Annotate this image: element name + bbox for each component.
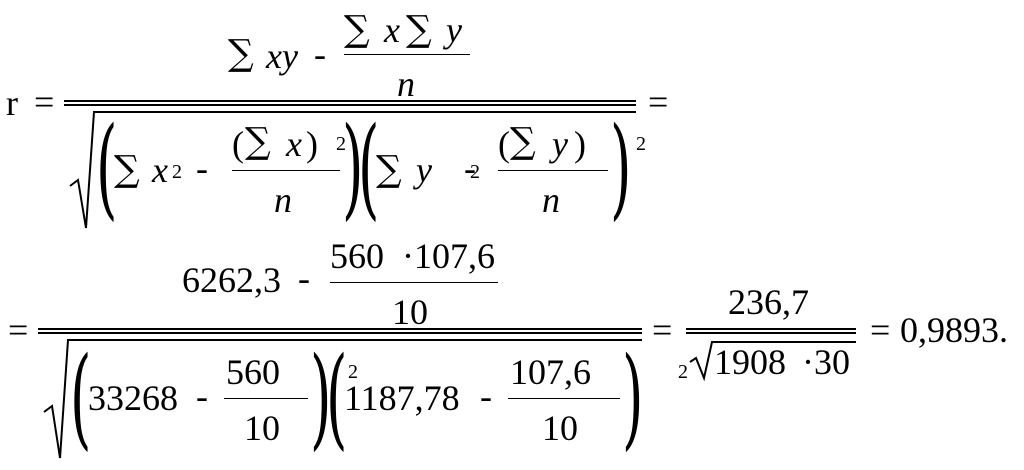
sum-xy-value: 6262,3 <box>182 260 281 300</box>
fraction-bar <box>498 170 608 171</box>
open-paren: ( <box>498 124 510 164</box>
denominator-b-value: 30 <box>814 342 850 382</box>
sum-y2-value: 1187,78 <box>344 378 460 418</box>
n-value: 10 <box>392 292 428 332</box>
sum-sign: ∑ <box>114 149 140 190</box>
sum-y-value: 107,6 <box>510 352 591 392</box>
r-symbol: r <box>6 83 18 123</box>
numerator-value: 236,7 <box>728 282 809 322</box>
equals-sign: = <box>652 310 673 350</box>
equals-sign: = <box>648 82 669 122</box>
var-y: y <box>416 150 432 190</box>
fraction-bar <box>686 328 856 334</box>
open-paren: ( <box>358 103 380 231</box>
n-value: 10 <box>244 408 280 448</box>
sum-x-value: 560 <box>330 236 384 276</box>
fraction-bar <box>224 398 308 399</box>
correlation-formula: r = ∑ xy - ∑ x ∑ y n ( ∑ x 2 - ( ∑ x ) 2… <box>0 0 1024 459</box>
close-paren: ) <box>610 103 632 231</box>
var-n: n <box>542 180 560 220</box>
main-fraction-bar <box>38 328 642 334</box>
var-y: y <box>552 124 568 164</box>
minus-sign: - <box>298 258 310 298</box>
close-paren: ) <box>574 124 586 164</box>
var-n: n <box>274 180 292 220</box>
sum-sign: ∑ <box>510 121 536 162</box>
dot-operator: · <box>402 236 414 276</box>
close-paren: ) <box>622 333 644 461</box>
minus-sign: - <box>464 148 476 188</box>
fraction-bar <box>344 54 470 55</box>
fraction-bar <box>508 398 620 399</box>
equals-sign: = <box>8 310 29 350</box>
exponent: 2 <box>348 361 358 383</box>
open-paren: ( <box>96 103 118 231</box>
sum-sign: ∑ <box>245 121 271 162</box>
open-paren: ( <box>70 333 92 461</box>
equals-sign: = <box>870 310 891 350</box>
sum-sign: ∑ <box>344 9 370 50</box>
open-paren: ( <box>326 333 348 461</box>
sum-sign: ∑ <box>406 9 432 50</box>
minus-sign: - <box>196 148 208 188</box>
fraction-bar <box>232 170 340 171</box>
exponent: 2 <box>336 133 346 155</box>
var-x: x <box>152 150 168 190</box>
sum-y-value: 107,6 <box>414 236 495 276</box>
sum-sign: ∑ <box>376 149 402 190</box>
sum-x-value: 560 <box>226 352 280 392</box>
close-paren: ) <box>342 103 364 231</box>
exponent: 2 <box>470 161 480 183</box>
open-paren: ( <box>232 124 244 164</box>
minus-sign: - <box>314 34 326 74</box>
var-x: x <box>384 10 400 50</box>
var-x: x <box>286 124 302 164</box>
equals-sign: = <box>34 82 55 122</box>
sum-sign: ∑ <box>228 33 254 74</box>
fraction-bar <box>330 282 498 283</box>
dot-operator: · <box>802 342 814 382</box>
exponent: 2 <box>636 133 646 155</box>
minus-sign: - <box>480 376 492 416</box>
exponent: 2 <box>172 161 182 183</box>
main-fraction-bar <box>64 100 636 106</box>
denominator-a-value: 1908 <box>714 342 786 382</box>
result-value: 0,9893. <box>900 310 1008 350</box>
close-paren: ) <box>306 124 318 164</box>
sum-x2-value: 33268 <box>88 378 178 418</box>
var-n: n <box>397 64 415 104</box>
exponent: 2 <box>678 361 688 383</box>
close-paren: ) <box>310 333 332 461</box>
var-xy: xy <box>266 36 298 76</box>
var-y: y <box>446 10 462 50</box>
n-value: 10 <box>542 408 578 448</box>
minus-sign: - <box>196 376 208 416</box>
